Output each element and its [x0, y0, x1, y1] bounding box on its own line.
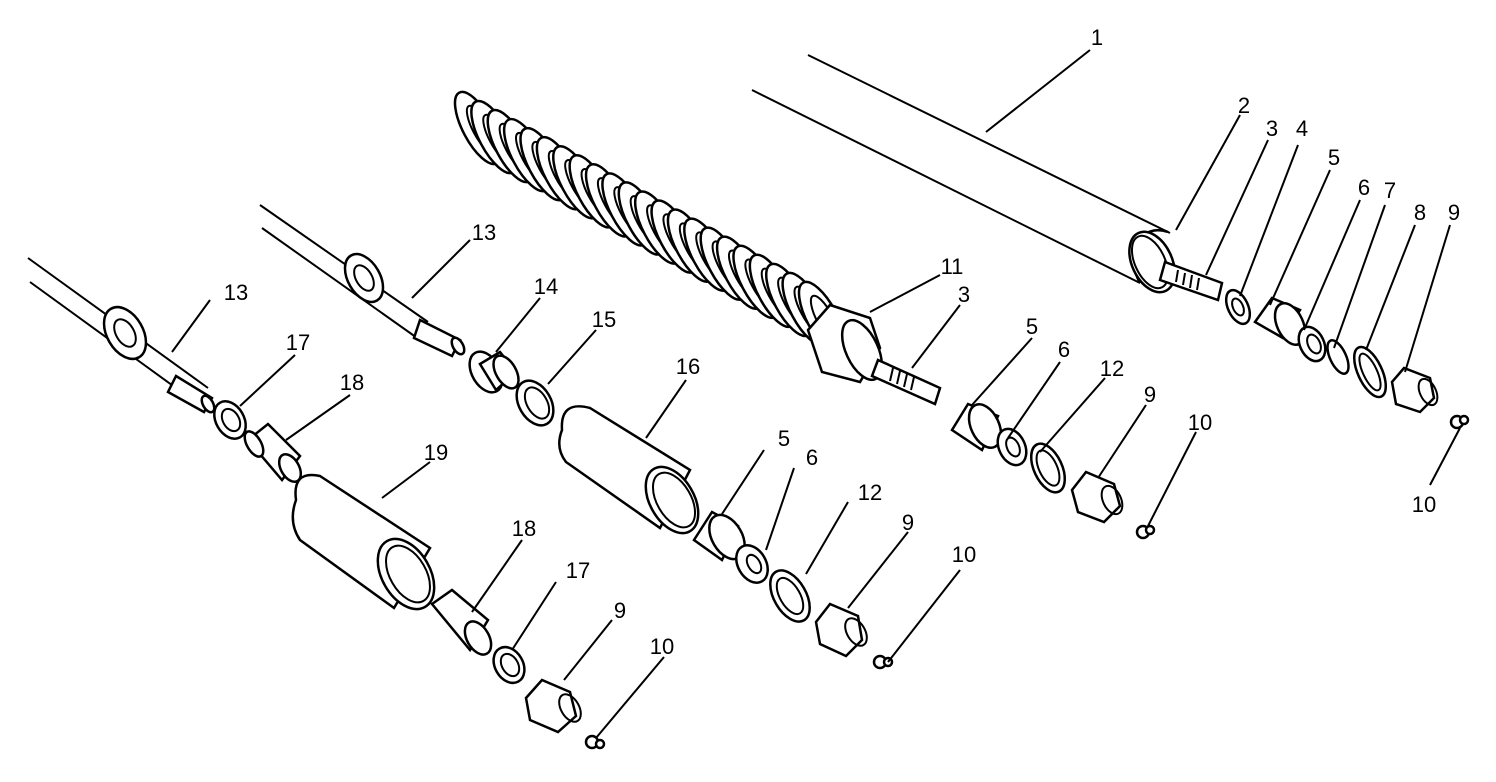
callout-18-upper: 18 — [340, 370, 364, 395]
callout-10-bottom: 10 — [650, 634, 674, 659]
callout-2: 2 — [1238, 93, 1250, 118]
part-6-washer-upper — [1297, 325, 1327, 363]
part-4-washer-upper — [1224, 288, 1252, 326]
callout-17-upper: 17 — [286, 330, 310, 355]
callout-10-lower: 10 — [952, 542, 976, 567]
part-10-screw-middle — [1135, 524, 1156, 540]
part-3-threaded-stud-middle — [870, 358, 942, 406]
callout-5-top: 5 — [1328, 145, 1340, 170]
callout-6-top: 6 — [1358, 175, 1370, 200]
part-12-seal-middle — [1029, 442, 1067, 494]
part-14-bushing-flange — [468, 350, 520, 394]
callout-9-middle: 9 — [1144, 382, 1156, 407]
callout-16: 16 — [676, 354, 700, 379]
callout-3-top: 3 — [1266, 116, 1278, 141]
part-9-nut-middle — [1070, 470, 1124, 524]
callout-3-middle: 3 — [958, 282, 970, 307]
callout-1: 1 — [1091, 25, 1103, 50]
callout-5-lower: 5 — [778, 426, 790, 451]
callout-11: 11 — [941, 254, 964, 279]
part-15-seal-ring — [515, 379, 555, 427]
callout-19: 19 — [424, 440, 448, 465]
part-10-screw-lower — [872, 654, 894, 670]
part-6-washer-middle — [996, 427, 1028, 467]
part-16-sleeve-roller — [558, 405, 700, 535]
part-5-bearing-upper — [1253, 296, 1307, 346]
leader-lines — [171, 49, 1461, 739]
part-10-screw-bottom — [584, 734, 606, 750]
callout-12-lower: 12 — [858, 480, 882, 505]
callout-17-lower: 17 — [566, 558, 590, 583]
part-18-bushing-upper — [243, 422, 303, 483]
callout-13-lower: 13 — [224, 280, 248, 305]
callout-6-middle: 6 — [1058, 337, 1070, 362]
part-7-lock-washer — [1326, 339, 1350, 375]
callout-10-top: 10 — [1412, 492, 1436, 517]
callout-5-middle: 5 — [1026, 314, 1038, 339]
callout-8: 8 — [1414, 200, 1426, 225]
callout-4: 4 — [1296, 116, 1308, 141]
part-19-sleeve-roller — [291, 473, 436, 611]
callout-10-middle: 10 — [1188, 410, 1212, 435]
part-13-shaft-upper — [259, 204, 466, 358]
part-17-washer-lower — [492, 645, 526, 685]
callout-14: 14 — [534, 274, 558, 299]
callout-labels: 1 2 3 4 5 6 7 8 9 10 11 3 5 6 12 9 10 13… — [224, 25, 1460, 659]
part-11-spiral-roller — [453, 90, 884, 384]
part-3-threaded-stud-upper — [1158, 260, 1224, 302]
part-9-nut-bottom — [524, 678, 582, 734]
part-2-end-cap — [1130, 234, 1170, 290]
part-13-shaft-lower — [27, 257, 216, 414]
part-8-seal-ring — [1352, 345, 1388, 399]
part-1-roller-tube — [751, 54, 1176, 294]
part-18-bushing-lower — [430, 588, 493, 656]
part-6-washer-lower — [735, 544, 769, 584]
callout-12-middle: 12 — [1100, 356, 1124, 381]
callout-13-upper: 13 — [472, 220, 496, 245]
callout-9-lower: 9 — [902, 510, 914, 535]
part-17-washer-upper — [213, 400, 247, 440]
callout-9-top: 9 — [1448, 200, 1460, 225]
callout-18-lower: 18 — [512, 516, 536, 541]
part-10-screw-upper — [1449, 414, 1470, 430]
callout-6-lower: 6 — [806, 445, 818, 470]
callout-9-bottom: 9 — [614, 598, 626, 623]
part-5-bearing-middle — [950, 402, 1003, 452]
part-9-nut-lower — [814, 602, 868, 658]
callout-7: 7 — [1384, 178, 1396, 203]
callout-15: 15 — [592, 307, 616, 332]
part-12-seal-lower — [769, 569, 811, 623]
part-9-nut-upper — [1390, 366, 1439, 414]
